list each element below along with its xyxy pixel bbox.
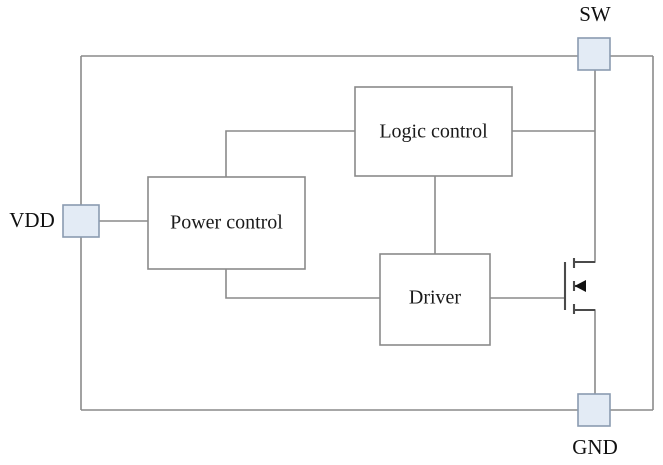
pad-sw-square[interactable] [577, 37, 611, 71]
block-power-control-rect[interactable] [147, 176, 306, 270]
outer-frame-net [80, 55, 654, 411]
block-logic-control[interactable]: Logic control [354, 86, 513, 177]
pad-sw-label: SW [579, 2, 611, 26]
net-sw-pad-to-drain [576, 70, 596, 263]
block-logic-control-label: Logic control [379, 121, 488, 143]
pad-vdd-label: VDD [9, 208, 55, 232]
block-driver-rect[interactable] [379, 253, 491, 346]
pad-gnd[interactable]: GND [572, 393, 618, 459]
net-power-control-to-driver [225, 269, 380, 299]
pad-vdd[interactable]: VDD [9, 204, 100, 238]
pad-vdd-square[interactable] [62, 204, 100, 238]
pad-gnd-label: GND [572, 435, 618, 459]
pad-sw[interactable]: SW [577, 2, 611, 71]
block-power-control[interactable]: Power control [147, 176, 306, 270]
pad-gnd-square[interactable] [577, 393, 611, 427]
net-source-to-gnd-pad [576, 309, 596, 394]
block-logic-control-rect[interactable] [354, 86, 513, 177]
mosfet-body-arrow-icon [574, 280, 586, 292]
net-power-control-to-logic-control [225, 130, 355, 177]
block-driver[interactable]: Driver [379, 253, 491, 346]
block-power-control-label: Power control [170, 212, 283, 234]
block-driver-label: Driver [409, 287, 462, 309]
